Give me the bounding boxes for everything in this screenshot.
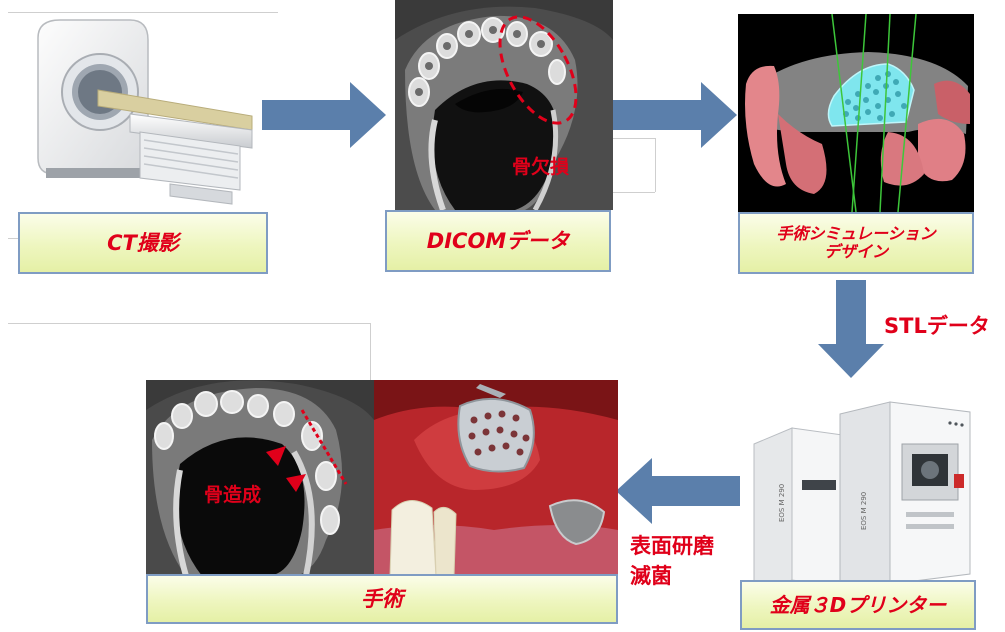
printer-model-text-a: EOS M 290 <box>778 484 786 522</box>
surgery-label: 手術 <box>361 587 403 611</box>
frame-line <box>613 192 655 193</box>
frame-line <box>8 12 278 13</box>
arrow-printer-to-surgery <box>616 458 740 524</box>
arrow-simulation-to-printer <box>818 280 884 380</box>
simulation-label-line2: デザイン <box>824 243 888 261</box>
ct-label-box: CT撮影 <box>18 212 268 274</box>
arrow-ct-to-dicom <box>262 82 388 148</box>
metal-3d-printer-image <box>740 384 976 596</box>
surgery-label-box: 手術 <box>146 574 618 624</box>
finishing-caption-line1: 表面研磨 <box>630 530 714 560</box>
frame-line <box>370 323 371 381</box>
dicom-label-box: DICOMデータ <box>385 210 611 272</box>
bone-defect-annotation: 骨欠損 <box>512 152 569 179</box>
frame-line <box>8 323 370 324</box>
intraoral-photo <box>374 380 618 576</box>
ct-label: CT撮影 <box>107 231 179 255</box>
dicom-ct-image <box>395 0 613 210</box>
printer-label-box: 金属３Dプリンター <box>740 580 976 630</box>
postop-ct-image <box>146 380 374 576</box>
simulation-label-line1: 手術シミュレーション <box>776 225 935 243</box>
dicom-label: DICOMデータ <box>427 229 569 253</box>
simulation-label-box: 手術シミュレーション デザイン <box>738 212 974 274</box>
printer-label: 金属３Dプリンター <box>770 594 947 617</box>
finishing-caption-line2: 滅菌 <box>630 560 672 590</box>
ct-scanner-image <box>20 18 270 214</box>
arrow-dicom-to-simulation <box>613 82 739 148</box>
stl-data-caption: STLデータ <box>884 310 990 340</box>
bone-augmentation-annotation: 骨造成 <box>204 480 261 507</box>
printer-model-text-b: EOS M 290 <box>860 492 868 530</box>
simulation-3d-image <box>738 14 974 212</box>
